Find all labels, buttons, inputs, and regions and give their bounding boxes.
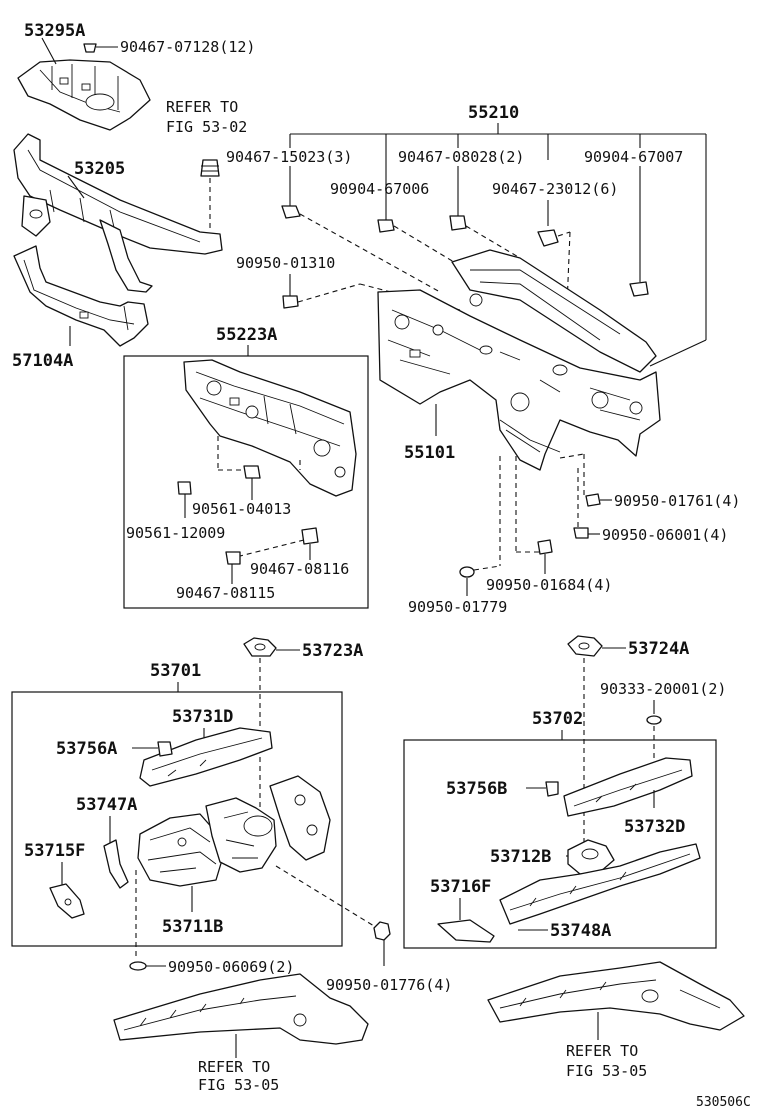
part-55101-drawing bbox=[377, 289, 661, 471]
label-90950-01310: 90950-01310 bbox=[236, 254, 335, 272]
label-90561-12009: 90561-12009 bbox=[126, 524, 225, 542]
plug-90950-06001 bbox=[573, 527, 589, 539]
part-53731D-drawing bbox=[139, 727, 273, 787]
part-53724A-drawing bbox=[567, 635, 603, 657]
part-53715F-drawing bbox=[49, 883, 85, 919]
label-90467-08028: 90467-08028(2) bbox=[398, 148, 524, 166]
label-53747A: 53747A bbox=[76, 795, 137, 815]
label-53715F: 53715F bbox=[24, 841, 85, 861]
label-refer-fig-53-02-line2: FIG 53-02 bbox=[166, 118, 247, 136]
label-90561-04013: 90561-04013 bbox=[192, 500, 291, 518]
box-53701 bbox=[11, 691, 343, 947]
label-90467-15023: 90467-15023(3) bbox=[226, 148, 352, 166]
clip-90467-08116 bbox=[301, 527, 319, 545]
grommet-90950-01779 bbox=[459, 566, 475, 578]
label-55223A: 55223A bbox=[216, 325, 277, 345]
clip-53756A bbox=[157, 741, 173, 757]
part-53205-drawing bbox=[13, 133, 223, 293]
label-90333-20001: 90333-20001(2) bbox=[600, 680, 726, 698]
part-53723A-drawing bbox=[243, 637, 277, 657]
label-53756A: 53756A bbox=[56, 739, 117, 759]
label-refer-fig-53-05-left-line1: REFER TO bbox=[198, 1058, 270, 1076]
label-53701: 53701 bbox=[150, 661, 201, 681]
part-55210-drawing bbox=[451, 249, 657, 373]
label-90467-08115: 90467-08115 bbox=[176, 584, 275, 602]
plug-90333-20001 bbox=[646, 715, 662, 725]
clip-90467-07128 bbox=[83, 43, 118, 53]
part-55223A-drawing bbox=[183, 359, 357, 497]
label-53711B: 53711B bbox=[162, 917, 223, 937]
label-57104A: 57104A bbox=[12, 351, 73, 371]
label-90904-67006: 90904-67006 bbox=[330, 180, 429, 198]
label-53756B: 53756B bbox=[446, 779, 507, 799]
part-53747A-drawing bbox=[103, 839, 129, 889]
label-53732D: 53732D bbox=[624, 817, 685, 837]
part-53716F-drawing bbox=[437, 919, 495, 943]
box-55223A bbox=[123, 355, 369, 609]
label-53723A: 53723A bbox=[302, 641, 363, 661]
clip-53756B bbox=[545, 781, 559, 797]
label-53712B: 53712B bbox=[490, 847, 551, 867]
part-53732D-drawing bbox=[563, 757, 693, 817]
grommet-refer-53-02 bbox=[200, 159, 220, 177]
part-57104A-drawing bbox=[13, 245, 149, 347]
grommet-90950-01776 bbox=[373, 921, 391, 941]
label-90950-01684: 90950-01684(4) bbox=[486, 576, 612, 594]
label-90904-67007: 90904-67007 bbox=[584, 148, 683, 166]
label-55101: 55101 bbox=[404, 443, 455, 463]
label-90950-06001: 90950-06001(4) bbox=[602, 526, 728, 544]
nut-90561-04013 bbox=[243, 465, 261, 479]
label-53295A: 53295A bbox=[24, 21, 85, 41]
part-53295A-drawing bbox=[17, 59, 151, 131]
label-90950-01776: 90950-01776(4) bbox=[326, 976, 452, 994]
nut-90561-12009 bbox=[177, 481, 192, 495]
label-refer-fig-53-05-left-line2: FIG 53-05 bbox=[198, 1076, 279, 1094]
box-53702 bbox=[403, 739, 717, 949]
clip-90467-08028 bbox=[449, 215, 467, 231]
clip-90467-08115 bbox=[225, 551, 241, 565]
clip-90467-23012 bbox=[537, 229, 559, 247]
plug-90950-06069 bbox=[129, 961, 147, 971]
grommet-90950-01684 bbox=[537, 539, 553, 555]
label-53716F: 53716F bbox=[430, 877, 491, 897]
grommet-90950-01310 bbox=[282, 295, 299, 309]
diagram-code: 530506C bbox=[696, 1095, 751, 1110]
label-53731D: 53731D bbox=[172, 707, 233, 727]
label-53205: 53205 bbox=[74, 159, 125, 179]
label-90950-06069: 90950-06069(2) bbox=[168, 958, 294, 976]
label-90950-01761: 90950-01761(4) bbox=[614, 492, 740, 510]
part-refer-53-05-right-drawing bbox=[487, 961, 745, 1031]
label-refer-fig-53-02-line1: REFER TO bbox=[166, 98, 238, 116]
label-90467-07128: 90467-07128(12) bbox=[120, 38, 255, 56]
label-refer-fig-53-05-right-line1: REFER TO bbox=[566, 1042, 638, 1060]
label-53702: 53702 bbox=[532, 709, 583, 729]
label-refer-fig-53-05-right-line2: FIG 53-05 bbox=[566, 1062, 647, 1080]
label-90950-01779: 90950-01779 bbox=[408, 598, 507, 616]
label-53724A: 53724A bbox=[628, 639, 689, 659]
label-90467-23012: 90467-23012(6) bbox=[492, 180, 618, 198]
part-refer-53-05-left-drawing bbox=[113, 973, 369, 1045]
part-53711B-drawing bbox=[137, 775, 331, 887]
clip-90904-67006 bbox=[377, 219, 395, 233]
label-53748A: 53748A bbox=[550, 921, 611, 941]
grommet-90950-01761 bbox=[585, 493, 601, 507]
label-55210: 55210 bbox=[468, 103, 519, 123]
part-53712B-drawing bbox=[499, 839, 701, 925]
clip-90467-15023 bbox=[281, 205, 301, 219]
label-90467-08116: 90467-08116 bbox=[250, 560, 349, 578]
clip-90904-67007 bbox=[629, 281, 649, 297]
